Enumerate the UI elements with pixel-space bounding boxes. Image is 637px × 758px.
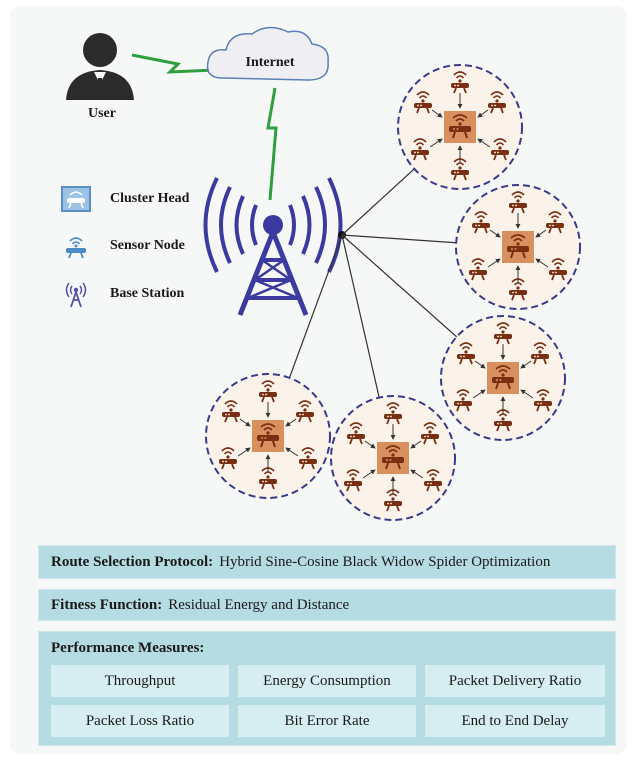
perf-item-packet-delivery-ratio: Packet Delivery Ratio (425, 665, 605, 697)
route-key: Route Selection Protocol: (51, 553, 214, 570)
user-label: User (88, 106, 116, 121)
cloud-icon (206, 26, 329, 81)
fitness-function-bar: Fitness Function: Residual Energy and Di… (38, 589, 616, 621)
legend-cluster-head: Cluster Head (60, 184, 189, 214)
cluster-1 (397, 64, 523, 190)
route-selection-bar: Route Selection Protocol: Hybrid Sine-Co… (38, 545, 616, 579)
cluster-5 (205, 373, 331, 499)
perf-item-packet-loss-ratio: Packet Loss Ratio (51, 705, 229, 737)
performance-grid: Throughput Energy Consumption Packet Del… (51, 665, 605, 737)
route-value: Hybrid Sine-Cosine Black Widow Spider Op… (219, 553, 551, 570)
perf-item-energy-consumption: Energy Consumption (238, 665, 416, 697)
performance-measures-box: Performance Measures: Throughput Energy … (38, 631, 616, 746)
legend-label: Sensor Node (110, 238, 185, 253)
perf-item-end-to-end-delay: End to End Delay (425, 705, 605, 737)
user-icon (66, 33, 134, 100)
cluster-4 (330, 395, 456, 521)
fitness-value: Residual Energy and Distance (168, 596, 350, 613)
network-diagram: User Internet (66, 26, 581, 521)
perf-item-bit-error-rate: Bit Error Rate (238, 705, 416, 737)
perf-item-throughput: Throughput (51, 665, 229, 697)
sensor-node-legend-icon (60, 232, 92, 260)
cluster-3 (440, 315, 566, 441)
cluster-2 (455, 184, 581, 310)
internet-tower-link (266, 87, 278, 201)
fitness-key: Fitness Function: (51, 596, 163, 613)
internet-label: Internet (246, 55, 295, 70)
performance-title: Performance Measures: (51, 640, 205, 656)
base-station-tower (203, 177, 343, 316)
legend-label: Cluster Head (110, 191, 190, 206)
legend-base-station: Base Station (60, 279, 184, 309)
legend-label: Base Station (110, 286, 185, 301)
base-station-legend-icon (60, 280, 92, 308)
cluster-head-icon (443, 110, 477, 144)
legend-sensor-node: Sensor Node (60, 231, 185, 261)
user-internet-link (131, 53, 216, 74)
cluster-head-legend-icon (60, 185, 92, 213)
